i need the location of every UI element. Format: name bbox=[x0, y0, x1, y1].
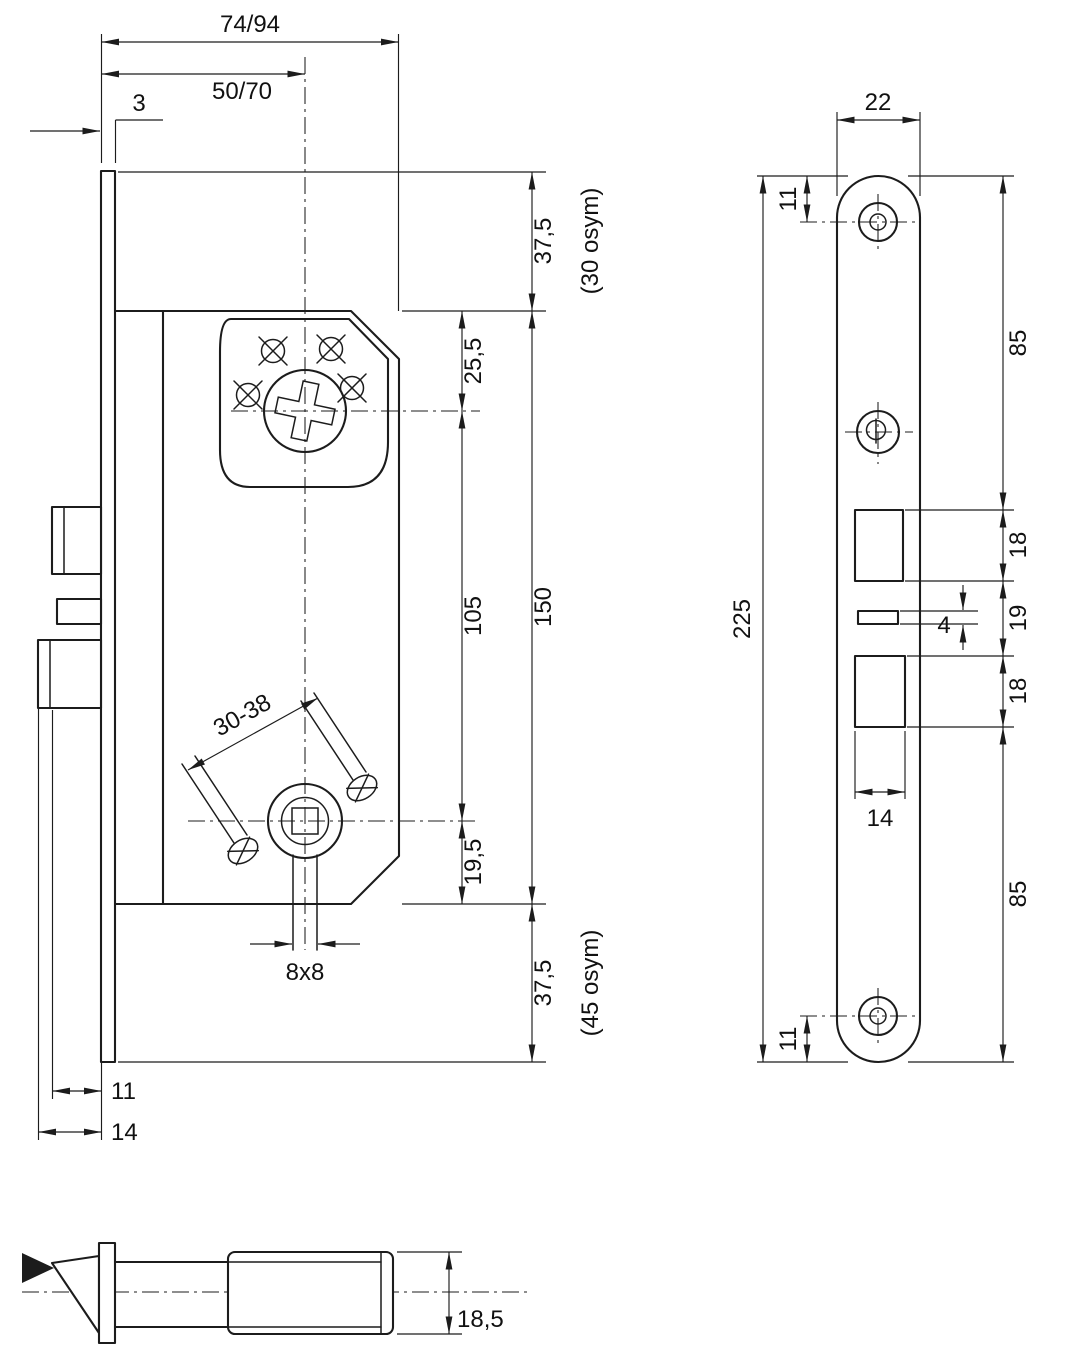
dim-deadbolt-opening-height-label: 18 bbox=[1005, 678, 1032, 705]
side-view: 74/94 50/70 3 37,5 (30 osym) 25,5 105 15… bbox=[30, 11, 604, 1146]
rosette-screw-icon bbox=[337, 373, 367, 403]
deadbolt-opening bbox=[853, 654, 907, 729]
latch-bevel bbox=[50, 1254, 101, 1335]
dim-latch-throw-label: 11 bbox=[111, 1078, 136, 1105]
side-view-dimensions: 74/94 50/70 3 37,5 (30 osym) 25,5 105 15… bbox=[30, 11, 604, 1146]
dim-forend-length-label: 225 bbox=[729, 599, 756, 639]
dim-backset-label: 50/70 bbox=[212, 78, 272, 105]
dim-cylinder-to-spindle-label: 105 bbox=[460, 596, 487, 636]
dim-case-height-label: 150 bbox=[530, 587, 557, 627]
bottom-view-dimensions: 18,5 bbox=[397, 1251, 504, 1335]
dim-openings-gap-label: 19 bbox=[1005, 605, 1032, 632]
dim-screw-top-offset-label: 11 bbox=[775, 187, 802, 212]
dim-top-margin-label: 37,5 bbox=[530, 218, 557, 265]
front-view-dimensions: 22 225 11 11 85 18 19 18 85 4 14 bbox=[729, 89, 1032, 1063]
cylinder-rosette bbox=[218, 317, 390, 489]
dim-spindle-square-label: 8x8 bbox=[286, 959, 325, 986]
dim-latch-opening-height-label: 18 bbox=[1005, 532, 1032, 559]
dim-screw-bottom-offset-label: 11 bbox=[775, 1027, 802, 1052]
dim-faceplate-thickness-label: 3 bbox=[132, 90, 145, 117]
note-top-label: (30 osym) bbox=[577, 188, 604, 295]
dim-opening-width-label: 14 bbox=[867, 805, 894, 832]
cylinder-cam bbox=[274, 380, 336, 442]
latch-bolt-body bbox=[226, 1250, 395, 1336]
dim-deadbolt-throw-label: 14 bbox=[111, 1119, 138, 1146]
dim-top-to-latch-label: 85 bbox=[1005, 330, 1032, 357]
dim-indicator-slot-label: 4 bbox=[937, 612, 950, 639]
latch-bolt-side bbox=[50, 505, 103, 576]
rosette-screw-icon bbox=[233, 380, 263, 410]
stop-screw-icon bbox=[222, 832, 264, 870]
lock-case bbox=[113, 309, 401, 906]
dim-deadbolt-to-bottom-label: 85 bbox=[1005, 881, 1032, 908]
stop-screw-icon bbox=[341, 769, 383, 807]
side-view-outline bbox=[36, 169, 401, 1064]
auxiliary-bolt-side bbox=[55, 597, 103, 626]
front-view-outline bbox=[835, 174, 922, 1064]
dim-spindle-to-case-bottom-label: 19,5 bbox=[460, 839, 487, 886]
indicator-slot bbox=[856, 609, 900, 626]
dim-cylinder-from-top-label: 25,5 bbox=[460, 338, 487, 385]
latch-opening bbox=[853, 508, 905, 583]
front-view-centerlines bbox=[800, 194, 916, 1046]
forend-plate-section bbox=[97, 1241, 117, 1345]
deadbolt-side bbox=[36, 638, 103, 710]
direction-arrow-icon bbox=[22, 1253, 54, 1283]
rosette-screw-icon bbox=[258, 336, 288, 366]
dim-latch-bolt-height-label: 18,5 bbox=[457, 1306, 504, 1333]
forend-plate-front bbox=[835, 174, 922, 1064]
rosette-screw-icon bbox=[316, 334, 346, 364]
note-bottom-label: (45 osym) bbox=[577, 930, 604, 1037]
side-view-centerlines bbox=[188, 57, 480, 950]
front-view: 22 225 11 11 85 18 19 18 85 4 14 bbox=[729, 89, 1032, 1064]
dim-forend-width-label: 22 bbox=[865, 89, 892, 116]
bottom-view: 18,5 bbox=[22, 1241, 532, 1345]
forend-plate-side bbox=[99, 169, 117, 1064]
dim-total-depth-label: 74/94 bbox=[220, 11, 280, 38]
dim-handle-stop-range-label: 30-38 bbox=[209, 689, 276, 742]
dim-bottom-margin-label: 37,5 bbox=[530, 960, 557, 1007]
